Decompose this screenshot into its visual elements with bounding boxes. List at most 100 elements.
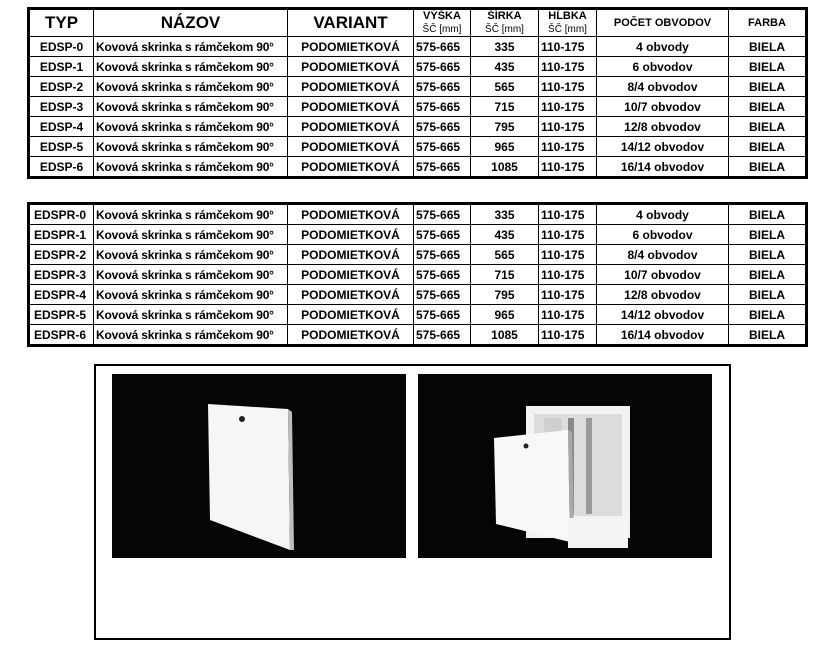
cell-farba: BIELA (728, 264, 807, 285)
cell-typ: EDSPR-3 (28, 264, 94, 285)
cell-variant: PODOMIETKOVÁ (287, 116, 414, 137)
cell-farba: BIELA (728, 76, 807, 97)
cell-sirka: 565 (470, 76, 539, 97)
cell-variant: PODOMIETKOVÁ (287, 224, 414, 245)
cell-hlbka: 110-175 (538, 224, 597, 245)
cell-variant: PODOMIETKOVÁ (287, 136, 414, 157)
cell-vyska: 575-665 (413, 116, 471, 137)
cell-vyska: 575-665 (413, 264, 471, 285)
cell-farba: BIELA (728, 244, 807, 265)
cell-vyska: 575-665 (413, 284, 471, 305)
cell-farba: BIELA (728, 304, 807, 325)
cell-typ: EDSP-1 (28, 56, 94, 77)
cell-vyska: 575-665 (413, 224, 471, 245)
cell-pocet: 14/12 obvodov (596, 304, 729, 325)
header-pocet: POČET OBVODOV (596, 8, 729, 37)
cell-hlbka: 110-175 (538, 203, 597, 225)
cell-nazov: Kovová skrinka s rámčekom 90° (93, 156, 288, 178)
header-farba: FARBA (728, 8, 807, 37)
cell-nazov: Kovová skrinka s rámčekom 90° (93, 76, 288, 97)
cell-nazov: Kovová skrinka s rámčekom 90° (93, 56, 288, 77)
cell-farba: BIELA (728, 136, 807, 157)
cell-pocet: 4 obvody (596, 36, 729, 57)
cell-pocet: 8/4 obvodov (596, 76, 729, 97)
cell-sirka: 715 (470, 96, 539, 117)
cell-sirka: 435 (470, 56, 539, 77)
cell-sirka: 1085 (470, 156, 539, 178)
cell-typ: EDSP-6 (28, 156, 94, 178)
cell-nazov: Kovová skrinka s rámčekom 90° (93, 264, 288, 285)
cell-pocet: 14/12 obvodov (596, 136, 729, 157)
cell-farba: BIELA (728, 96, 807, 117)
cell-nazov: Kovová skrinka s rámčekom 90° (93, 284, 288, 305)
cell-typ: EDSP-3 (28, 96, 94, 117)
cell-variant: PODOMIETKOVÁ (287, 56, 414, 77)
cell-nazov: Kovová skrinka s rámčekom 90° (93, 304, 288, 325)
cell-pocet: 6 obvodov (596, 224, 729, 245)
cell-variant: PODOMIETKOVÁ (287, 244, 414, 265)
cell-typ: EDSPR-1 (28, 224, 94, 245)
cell-sirka: 1085 (470, 324, 539, 346)
cell-nazov: Kovová skrinka s rámčekom 90° (93, 224, 288, 245)
product-photo-panel (94, 364, 731, 640)
cell-sirka: 795 (470, 284, 539, 305)
cell-pocet: 10/7 obvodov (596, 96, 729, 117)
cell-hlbka: 110-175 (538, 156, 597, 178)
cell-pocet: 16/14 obvodov (596, 324, 729, 346)
cell-vyska: 575-665 (413, 156, 471, 178)
cell-sirka: 965 (470, 304, 539, 325)
cell-sirka: 335 (470, 203, 539, 225)
cell-pocet: 8/4 obvodov (596, 244, 729, 265)
cell-variant: PODOMIETKOVÁ (287, 324, 414, 346)
cell-hlbka: 110-175 (538, 136, 597, 157)
cell-hlbka: 110-175 (538, 76, 597, 97)
cell-hlbka: 110-175 (538, 244, 597, 265)
cell-nazov: Kovová skrinka s rámčekom 90° (93, 203, 288, 225)
cell-vyska: 575-665 (413, 304, 471, 325)
cell-vyska: 575-665 (413, 203, 471, 225)
cell-nazov: Kovová skrinka s rámčekom 90° (93, 324, 288, 346)
cell-vyska: 575-665 (413, 244, 471, 265)
cell-vyska: 575-665 (413, 96, 471, 117)
header-nazov: NÁZOV (93, 8, 288, 37)
cell-farba: BIELA (728, 203, 807, 225)
cell-farba: BIELA (728, 116, 807, 137)
cell-typ: EDSP-4 (28, 116, 94, 137)
cell-pocet: 4 obvody (596, 203, 729, 225)
cell-vyska: 575-665 (413, 136, 471, 157)
cell-sirka: 715 (470, 264, 539, 285)
cell-typ: EDSPR-5 (28, 304, 94, 325)
cell-variant: PODOMIETKOVÁ (287, 76, 414, 97)
cell-hlbka: 110-175 (538, 56, 597, 77)
cell-hlbka: 110-175 (538, 116, 597, 137)
cell-hlbka: 110-175 (538, 284, 597, 305)
cell-hlbka: 110-175 (538, 304, 597, 325)
cell-sirka: 335 (470, 36, 539, 57)
cell-variant: PODOMIETKOVÁ (287, 96, 414, 117)
header-typ: TYP (28, 8, 94, 37)
cell-farba: BIELA (728, 224, 807, 245)
header-variant: VARIANT (287, 8, 414, 37)
cell-vyska: 575-665 (413, 76, 471, 97)
cell-variant: PODOMIETKOVÁ (287, 36, 414, 57)
cell-nazov: Kovová skrinka s rámčekom 90° (93, 244, 288, 265)
cell-sirka: 435 (470, 224, 539, 245)
cell-vyska: 575-665 (413, 36, 471, 57)
cell-variant: PODOMIETKOVÁ (287, 264, 414, 285)
cell-pocet: 12/8 obvodov (596, 116, 729, 137)
cell-typ: EDSPR-6 (28, 324, 94, 346)
